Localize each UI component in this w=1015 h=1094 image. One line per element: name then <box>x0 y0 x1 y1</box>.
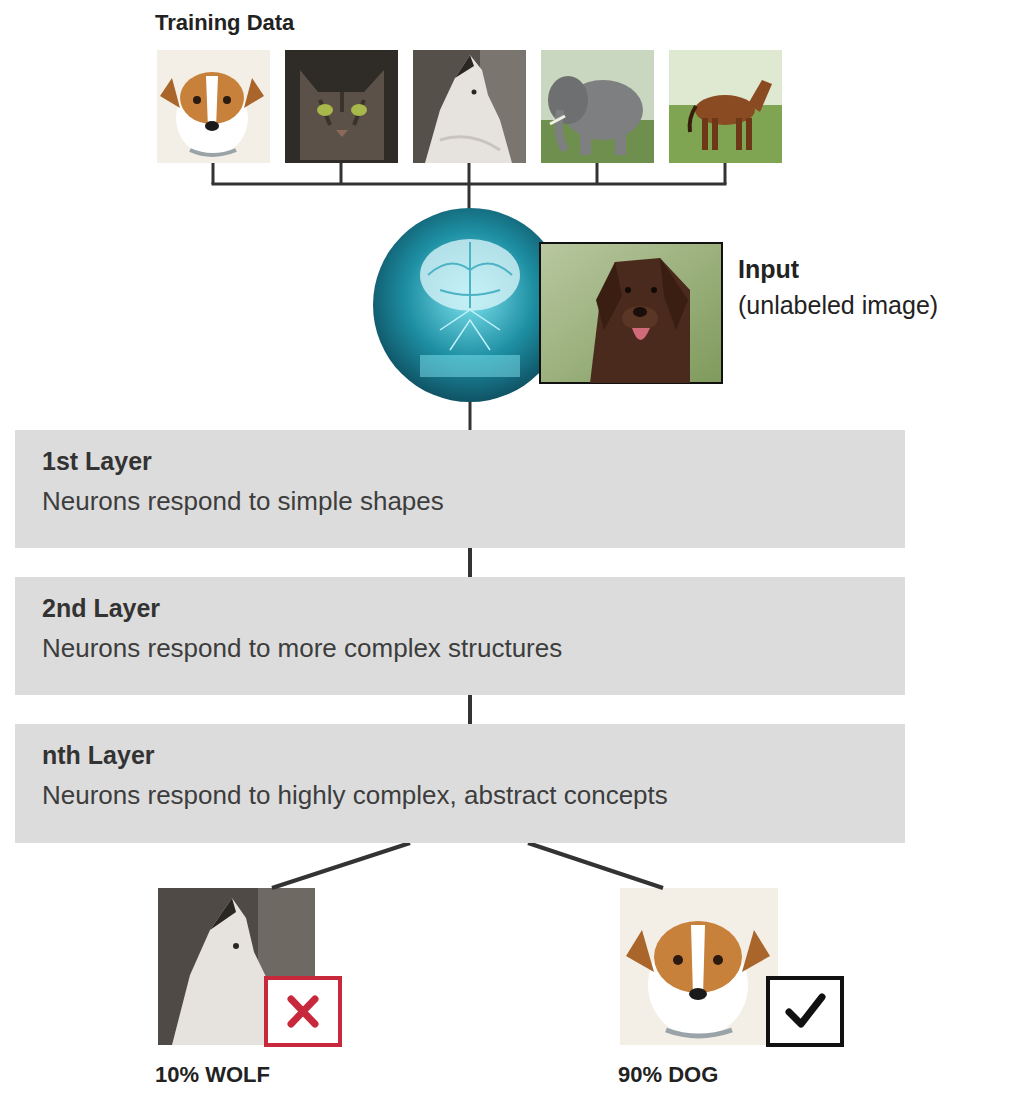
elephant-photo-part <box>541 50 654 163</box>
cat-photo-part <box>317 104 333 116</box>
wolf-result-photo-part <box>210 898 236 930</box>
node-heading: 10% WOLF <box>155 1062 345 1088</box>
bracket-lines-part <box>212 183 727 186</box>
cat-photo-part <box>300 70 384 160</box>
horse-photo-part <box>690 106 696 132</box>
horse-photo-part <box>748 80 772 112</box>
bracket-lines-part <box>724 163 727 184</box>
dog-photo-part <box>193 96 201 104</box>
input-photo <box>540 243 722 383</box>
dog-result-photo-part <box>742 930 770 972</box>
horse-photo <box>669 50 782 163</box>
layer-band: nth LayerNeurons respond to highly compl… <box>15 724 905 843</box>
dog-photo-part <box>160 78 180 108</box>
cat-photo-part <box>336 130 348 137</box>
check-mark-part <box>789 997 822 1024</box>
horse-photo-part <box>746 118 752 150</box>
input-photo-part <box>633 307 647 317</box>
bracket-lines-part <box>596 163 599 184</box>
dog-photo <box>157 50 270 163</box>
cat-photo <box>285 50 398 163</box>
dog-result-photo-part <box>620 888 778 1045</box>
dog-photo-part <box>244 78 264 108</box>
input-photo-part <box>625 287 631 293</box>
wolf-photo <box>413 50 526 163</box>
dog-result-photo <box>620 888 778 1045</box>
bracket-lines-part <box>469 400 472 430</box>
dog-result-photo-part <box>666 1030 732 1036</box>
input-photo-part <box>632 328 650 340</box>
wolf-photo-part <box>413 50 526 163</box>
dog-result-photo-part <box>626 930 654 972</box>
horse-photo-part <box>712 118 718 150</box>
dog-result-photo-part <box>713 955 723 965</box>
result-node: 90% DOG <box>618 888 848 1092</box>
bracket-lines-part <box>468 163 471 210</box>
dog-photo-part <box>206 76 218 128</box>
input-photo-part <box>590 258 690 383</box>
elephant-photo-part <box>550 116 565 124</box>
node-body: Neurons respond to highly complex, abstr… <box>42 780 885 811</box>
layer-band: 1st LayerNeurons respond to simple shape… <box>15 430 905 548</box>
input-photo-part <box>622 306 658 330</box>
elephant-photo-part <box>580 130 591 155</box>
cat-photo-part <box>351 104 367 116</box>
input-photo-part <box>651 287 657 293</box>
connector-line <box>468 548 472 577</box>
check-mark-part <box>768 978 842 1045</box>
check-mark <box>768 978 842 1045</box>
horse-photo-part <box>736 118 742 150</box>
wolf-result-photo-part <box>233 943 239 949</box>
result-node: 10% WOLF <box>155 888 345 1092</box>
node-heading: 2nd Layer <box>42 593 885 623</box>
brain-icon-part <box>420 355 520 377</box>
input-photo-part <box>660 258 688 330</box>
node-heading: 90% DOG <box>618 1062 848 1088</box>
label-text: (unlabeled image) <box>738 290 938 320</box>
bracket-lines-part <box>340 163 343 184</box>
label-text: Training Data <box>155 10 294 36</box>
bracket-lines <box>212 163 727 430</box>
dog-result-photo-part <box>691 925 705 996</box>
node-body: Neurons respond to more complex structur… <box>42 633 885 664</box>
cross-mark-part <box>291 999 315 1024</box>
brain-icon-part <box>373 208 567 402</box>
connector-line <box>468 695 472 724</box>
horse-photo-part <box>702 118 708 150</box>
elephant-photo-part <box>548 76 588 124</box>
wolf-photo-part <box>455 55 474 78</box>
input-photo-part <box>596 262 622 330</box>
cross-mark <box>266 978 340 1045</box>
brain-icon-part <box>420 239 520 311</box>
node-heading: nth Layer <box>42 740 885 770</box>
wolf-photo-part <box>472 90 477 95</box>
dog-result-photo-part <box>673 955 683 965</box>
node-body: Neurons respond to simple shapes <box>42 486 885 517</box>
horse-photo-part <box>669 50 782 163</box>
cat-photo-part <box>285 50 398 163</box>
node-heading: 1st Layer <box>42 446 885 476</box>
layer-band: 2nd LayerNeurons respond to more complex… <box>15 577 905 695</box>
elephant-photo-part <box>615 130 626 155</box>
connector-line <box>272 843 410 888</box>
dog-photo-part <box>205 121 219 131</box>
dog-photo-part <box>223 96 231 104</box>
bracket-lines-part <box>212 163 215 184</box>
wolf-photo-part <box>425 55 512 163</box>
dog-result-photo-part <box>689 988 707 1000</box>
dog-photo-part <box>157 50 270 163</box>
brain-icon <box>373 208 567 402</box>
wolf-photo-part <box>440 137 500 150</box>
dog-photo-part <box>190 150 236 155</box>
connector-line <box>528 843 663 888</box>
brain-icon-part <box>440 310 500 350</box>
cross-mark-part <box>266 978 340 1045</box>
label-text: Input <box>738 254 799 284</box>
brain-icon-part <box>428 242 512 308</box>
elephant-photo <box>541 50 654 163</box>
wolf-result-photo-part <box>158 888 315 1045</box>
input-photo-part <box>540 243 722 383</box>
wolf-result-photo <box>158 888 315 1045</box>
